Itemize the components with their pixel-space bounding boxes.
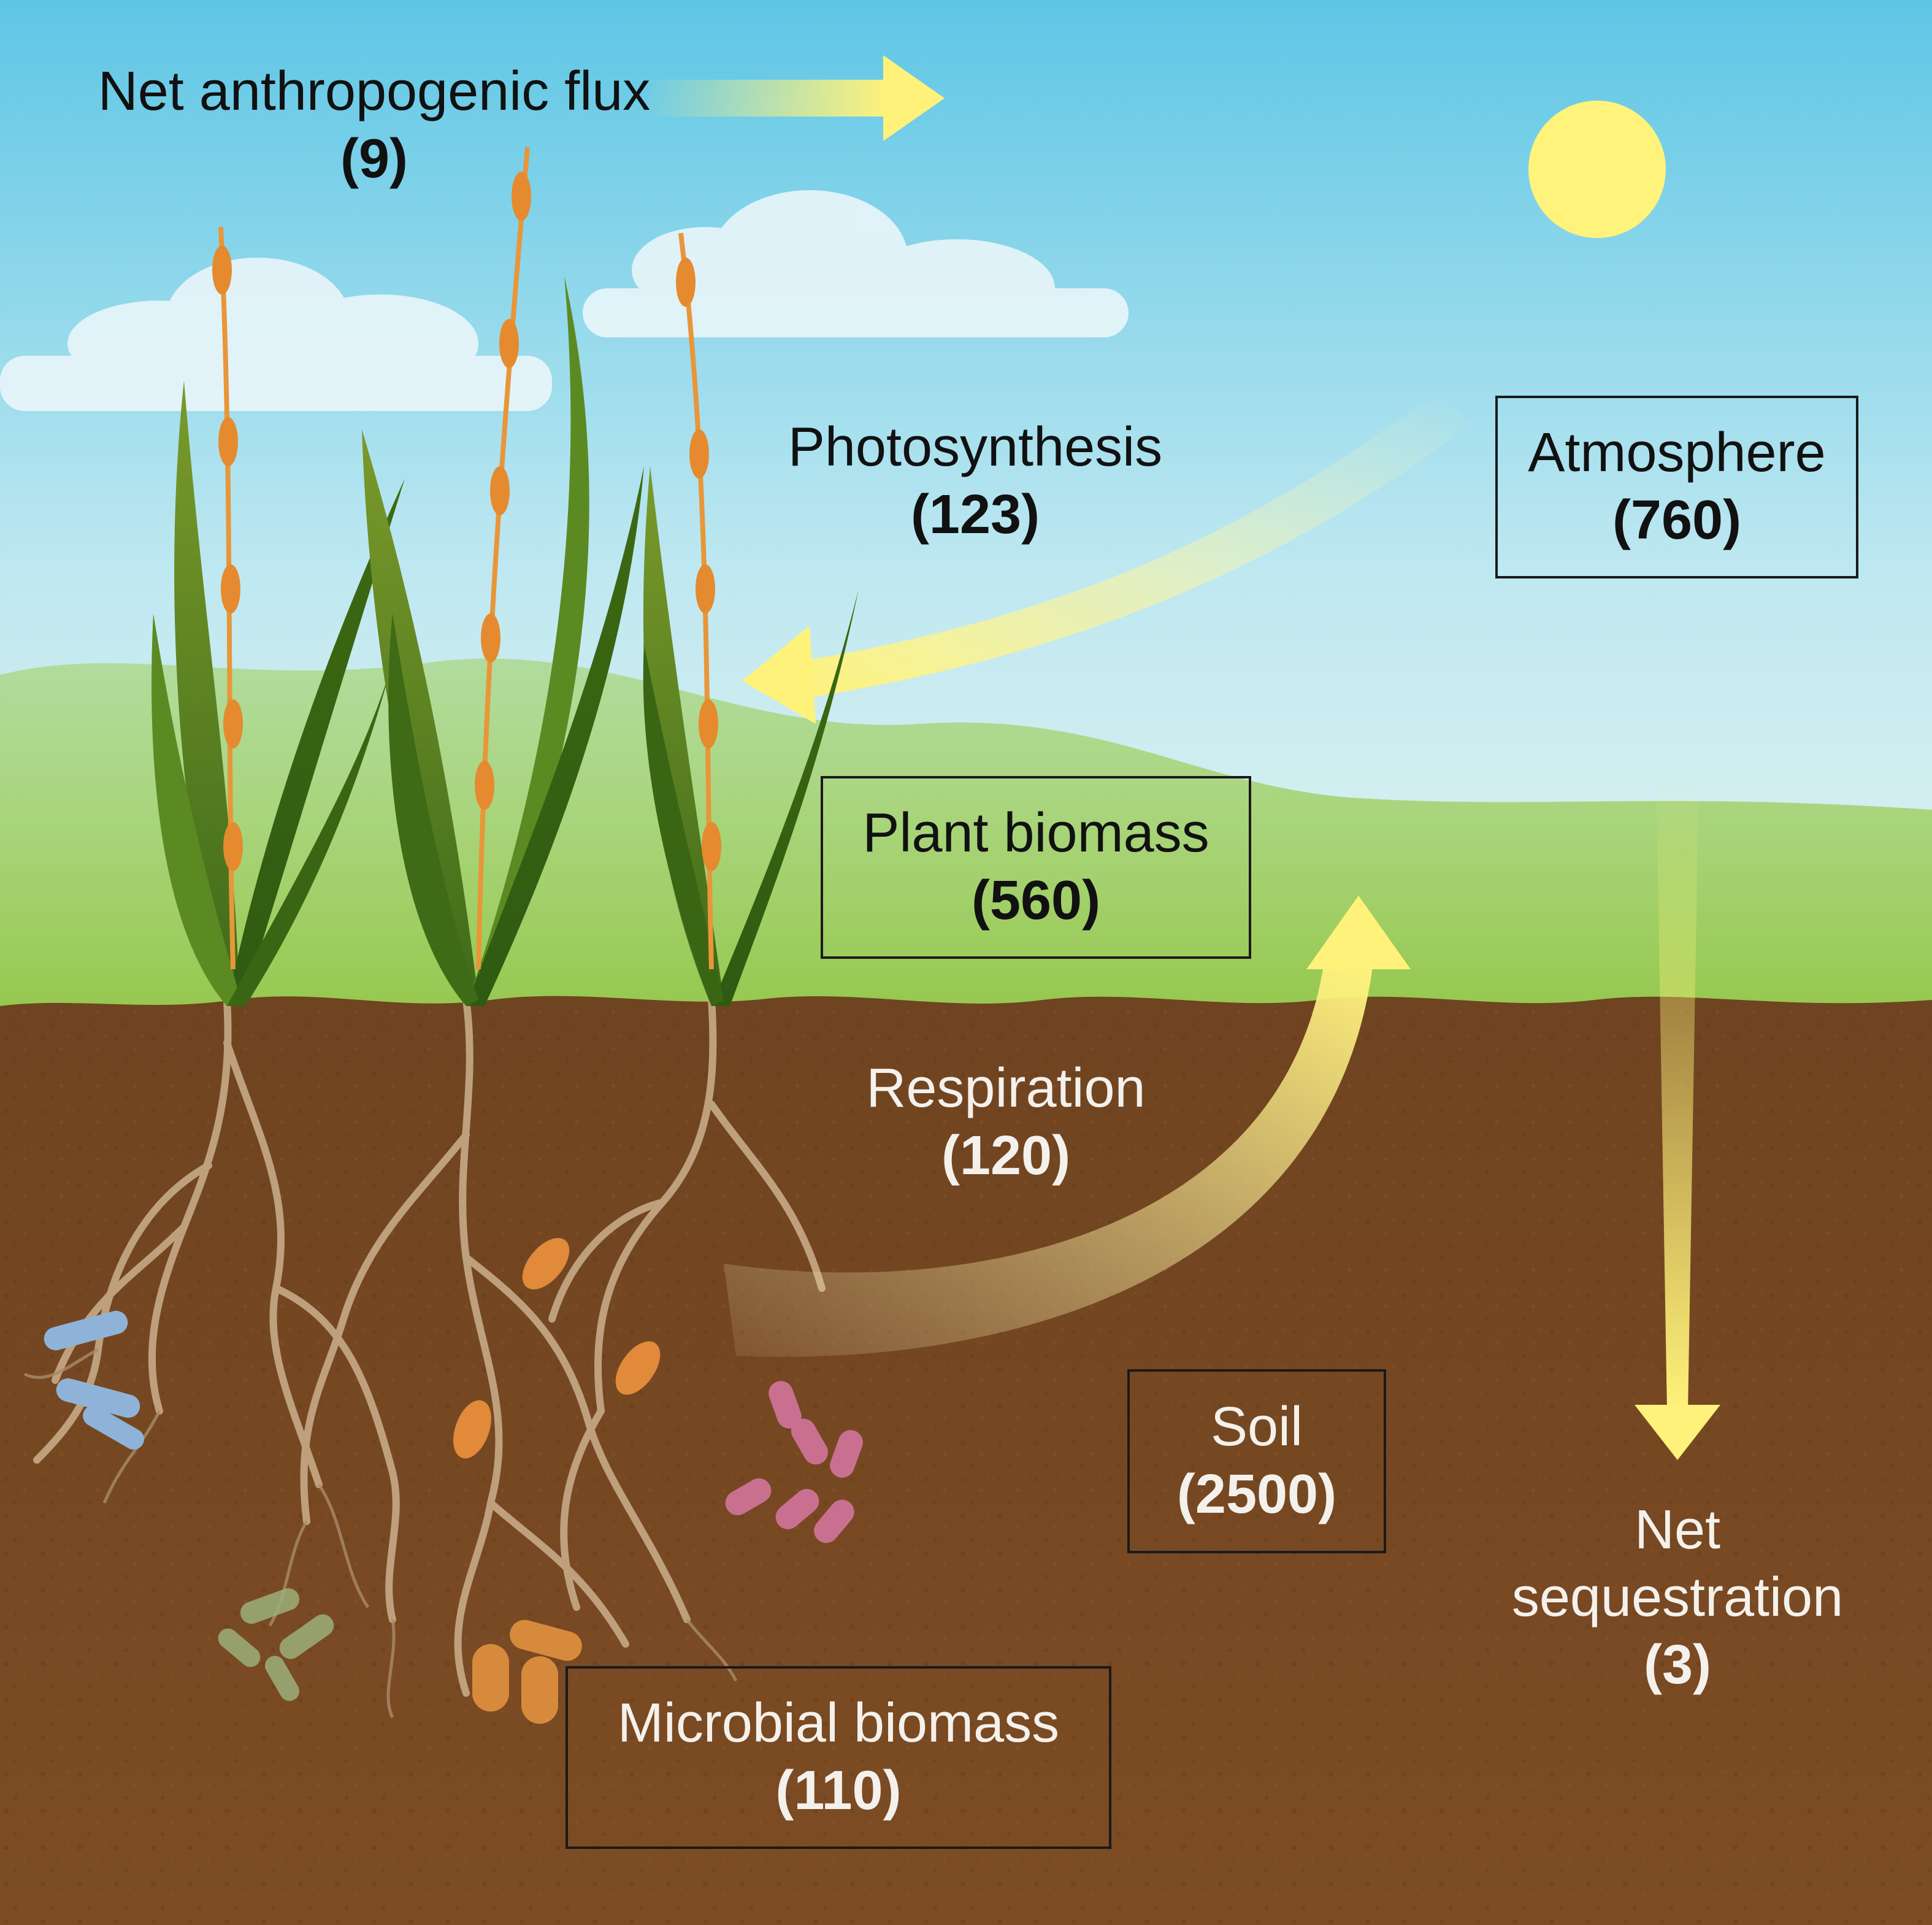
- microbes-orange: [472, 1620, 582, 1724]
- sequestration-arrow: [1635, 767, 1720, 1460]
- respiration-name: Respiration: [866, 1058, 1146, 1119]
- microbial-biomass-box: Microbial biomass (110): [565, 1666, 1111, 1849]
- plant-biomass-box: Plant biomass (560): [821, 776, 1251, 959]
- microbial-biomass-name: Microbial biomass: [617, 1693, 1060, 1754]
- net-sequestration-name-line1: Net: [1634, 1499, 1721, 1561]
- roots: [33, 996, 826, 1697]
- net-sequestration-label: Net sequestration (3): [1472, 1497, 1883, 1699]
- anthropogenic-flux-name: Net anthropogenic flux: [98, 61, 651, 122]
- respiration-arrow: [724, 896, 1411, 1357]
- cloud-left: [0, 258, 552, 411]
- photosynthesis-value: (123): [910, 483, 1040, 545]
- soil-name: Soil: [1210, 1396, 1303, 1458]
- photosynthesis-arrow: [742, 393, 1472, 724]
- microbes-pink: [725, 1381, 863, 1543]
- respiration-label: Respiration (120): [797, 1055, 1214, 1190]
- wheat-spikelets: [212, 172, 721, 871]
- grass-plants: [151, 276, 859, 1006]
- atmosphere-name: Atmosphere: [1528, 422, 1826, 484]
- sun-icon: [1528, 101, 1666, 238]
- atmosphere-value: (760): [1612, 490, 1742, 551]
- microbes-hairy: [453, 1238, 661, 1459]
- anthropogenic-flux-label: Net anthropogenic flux (9): [55, 58, 693, 193]
- photosynthesis-label: Photosynthesis (123): [736, 414, 1214, 549]
- net-sequestration-value: (3): [1644, 1634, 1711, 1696]
- microbes-green: [218, 1588, 334, 1701]
- fine-roots: [23, 1348, 738, 1719]
- net-sequestration-name-line2: sequestration: [1511, 1566, 1844, 1628]
- anthropogenic-flux-value: (9): [340, 128, 408, 190]
- microbes-blue: [44, 1310, 144, 1450]
- microbial-biomass-value: (110): [775, 1760, 902, 1821]
- cloud-right: [583, 190, 1129, 337]
- plant-biomass-value: (560): [971, 870, 1101, 931]
- anthropogenic-arrow: [644, 55, 945, 141]
- atmosphere-box: Atmosphere (760): [1495, 396, 1858, 578]
- photosynthesis-name: Photosynthesis: [788, 417, 1163, 478]
- soil-value: (2500): [1176, 1464, 1337, 1525]
- plant-biomass-name: Plant biomass: [862, 802, 1209, 864]
- respiration-value: (120): [941, 1124, 1071, 1186]
- soil-box: Soil (2500): [1127, 1369, 1386, 1553]
